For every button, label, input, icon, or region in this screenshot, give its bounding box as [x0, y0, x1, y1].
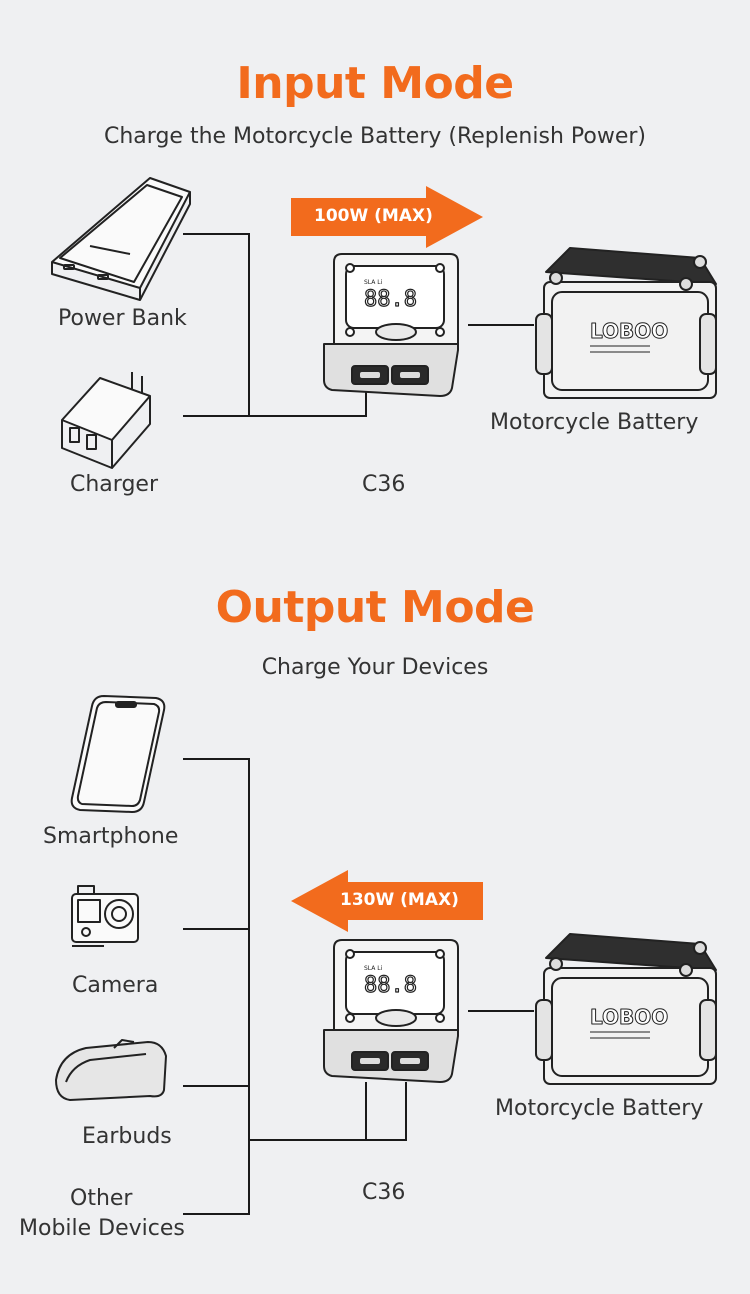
output-mode-subtitle: Charge Your Devices: [261, 655, 489, 680]
svg-text:LOBOO: LOBOO: [590, 319, 668, 343]
output-power-arrow: [291, 870, 483, 932]
motorcycle-battery-icon-output: LOBOO: [535, 933, 717, 1085]
output-arrow-label: 130W (MAX): [340, 890, 459, 910]
motorcycle-battery-icon-input: LOBOO: [535, 247, 717, 399]
c36-label-output: C36: [362, 1180, 406, 1205]
camera-icon: [71, 885, 139, 947]
motorcycle-battery-label-input: Motorcycle Battery: [490, 410, 699, 435]
camera-label: Camera: [72, 973, 159, 998]
earbuds-label: Earbuds: [82, 1124, 172, 1149]
motorcycle-battery-label-output: Motorcycle Battery: [495, 1096, 704, 1121]
smartphone-icon: [70, 695, 166, 813]
input-arrow-label: 100W (MAX): [314, 206, 433, 226]
other-devices-label-line2: Mobile Devices: [19, 1216, 185, 1241]
svg-text:88.8: 88.8: [364, 287, 417, 312]
earbuds-icon: [55, 1039, 167, 1101]
input-connection-lines: [183, 233, 534, 417]
svg-text:88.8: 88.8: [364, 973, 417, 998]
smartphone-label: Smartphone: [43, 824, 179, 849]
svg-text:SLA Li: SLA Li: [364, 279, 383, 286]
output-connection-lines: [183, 758, 534, 1215]
svg-text:LOBOO: LOBOO: [590, 1005, 668, 1029]
svg-text:SLA Li: SLA Li: [364, 965, 383, 972]
c36-device-icon-output: SLA Li 88.8: [323, 939, 459, 1083]
charger-label: Charger: [70, 472, 158, 497]
input-power-arrow: [291, 186, 483, 248]
power-bank-label: Power Bank: [58, 306, 187, 331]
other-devices-label-line1: Other: [70, 1186, 133, 1211]
c36-device-icon-input: SLA Li 88.8: [323, 253, 459, 397]
c36-label-input: C36: [362, 472, 406, 497]
input-mode-title: Input Mode: [236, 58, 514, 109]
output-mode-title: Output Mode: [215, 582, 535, 633]
input-mode-subtitle: Charge the Motorcycle Battery (Replenish…: [104, 124, 646, 149]
charger-icon: [61, 372, 151, 469]
power-bank-icon: [51, 177, 191, 301]
